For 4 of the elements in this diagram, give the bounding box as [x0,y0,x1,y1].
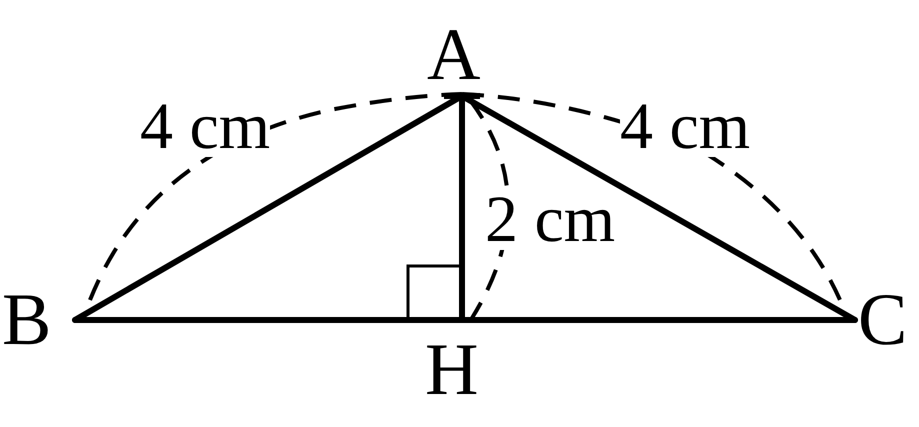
vertex-label: B [2,283,52,357]
vertex-label: C [858,283,908,357]
vertex-label: H [425,333,478,407]
vertex-label: A [427,18,480,92]
